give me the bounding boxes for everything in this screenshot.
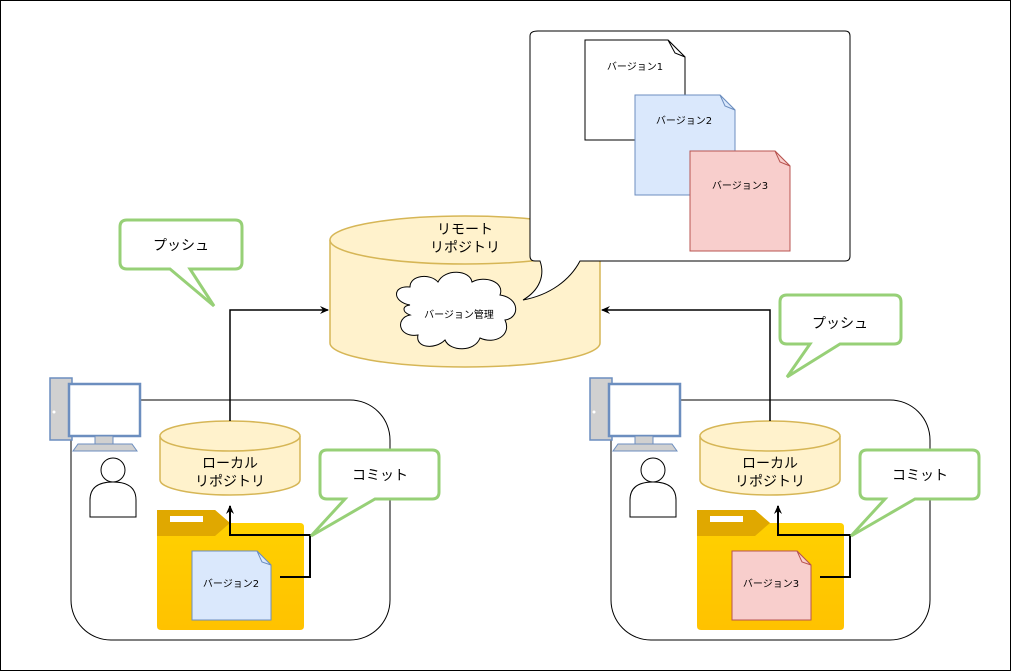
right-local-repo-label-2: リポジトリ <box>735 474 805 490</box>
left-push-callout: プッシュ <box>118 218 244 308</box>
left-local-repo-label-2: リポジトリ <box>195 474 265 490</box>
cloud-label: バージョン管理 <box>424 308 494 321</box>
version-doc-3: バージョン3 <box>689 150 791 252</box>
left-working-doc: バージョン2 <box>191 550 272 621</box>
left-commit-callout: コミット <box>309 448 441 538</box>
versions-callout: バージョン1 バージョン2 バージョン3 <box>522 30 851 301</box>
left-push-arrow <box>229 306 329 421</box>
remote-repo-label-2: リポジトリ <box>430 240 500 256</box>
right-doc-label: バージョン3 <box>743 578 799 590</box>
right-working-doc: バージョン3 <box>731 550 812 621</box>
right-push-callout: プッシュ <box>778 293 903 379</box>
right-commit-callout: コミット <box>849 448 981 538</box>
right-local-repository: ローカル リポジトリ <box>699 420 841 496</box>
left-commit-label: コミット <box>352 468 408 484</box>
right-commit-label: コミット <box>892 468 948 484</box>
version-doc-3-label: バージョン3 <box>712 180 768 192</box>
remote-repo-label-1: リモート <box>437 222 493 238</box>
left-local-repository: ローカル リポジトリ <box>159 420 301 496</box>
version-doc-2-label: バージョン2 <box>656 115 712 127</box>
left-computer-icon <box>49 377 142 452</box>
right-push-label: プッシュ <box>812 316 868 332</box>
left-user-icon <box>89 457 137 518</box>
right-user-icon <box>629 457 677 518</box>
right-local-repo-label-1: ローカル <box>742 456 798 472</box>
left-push-label: プッシュ <box>153 238 209 254</box>
left-local-repo-label-1: ローカル <box>202 456 258 472</box>
left-doc-label: バージョン2 <box>203 578 259 590</box>
version-control-cloud: バージョン管理 <box>396 271 517 350</box>
version-doc-1-label: バージョン1 <box>607 61 663 73</box>
right-push-arrow <box>601 306 771 421</box>
right-computer-icon <box>589 377 682 452</box>
